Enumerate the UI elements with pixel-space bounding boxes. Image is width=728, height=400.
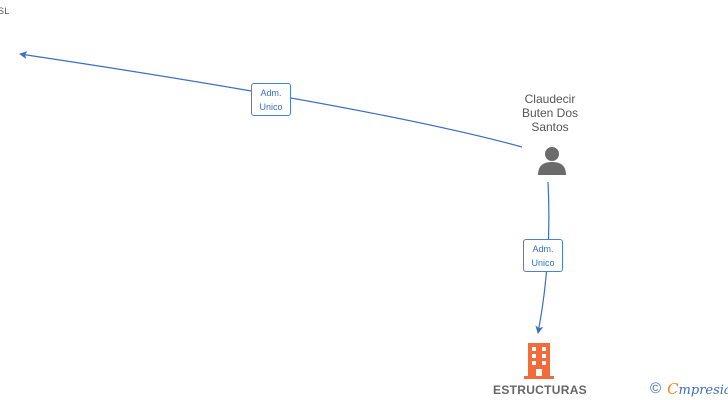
relation-label-top-line-1: Adm. xyxy=(260,88,282,98)
relation-label-top: Adm. Unico xyxy=(251,83,291,116)
building-icon[interactable] xyxy=(522,343,556,379)
person-name[interactable]: Claudecir Buten Dos Santos xyxy=(505,92,595,134)
relation-label-bottom: Adm. Unico xyxy=(523,239,563,272)
person-name-line-3: Santos xyxy=(531,120,569,134)
person-name-line-1: Claudecir xyxy=(524,92,576,106)
top-company-name[interactable]: SL xyxy=(0,6,10,16)
person-name-line-2: Buten Dos xyxy=(521,106,579,120)
brand-name: Cmpresia xyxy=(667,380,728,398)
edge-person-to-top-company xyxy=(19,51,523,148)
brand-rest: mpresia xyxy=(678,383,728,398)
person-icon[interactable] xyxy=(536,144,568,176)
brand-initial: C xyxy=(667,380,679,398)
relation-label-top-line-2: Unico xyxy=(259,102,283,112)
relation-label-bottom-line-2: Unico xyxy=(531,258,555,268)
brand-logo: © Cmpresia xyxy=(650,379,728,399)
copyright-icon: © xyxy=(650,380,662,397)
relation-label-bottom-line-1: Adm. xyxy=(532,244,554,254)
company-name-estructuras[interactable]: ESTRUCTURAS xyxy=(493,383,587,397)
